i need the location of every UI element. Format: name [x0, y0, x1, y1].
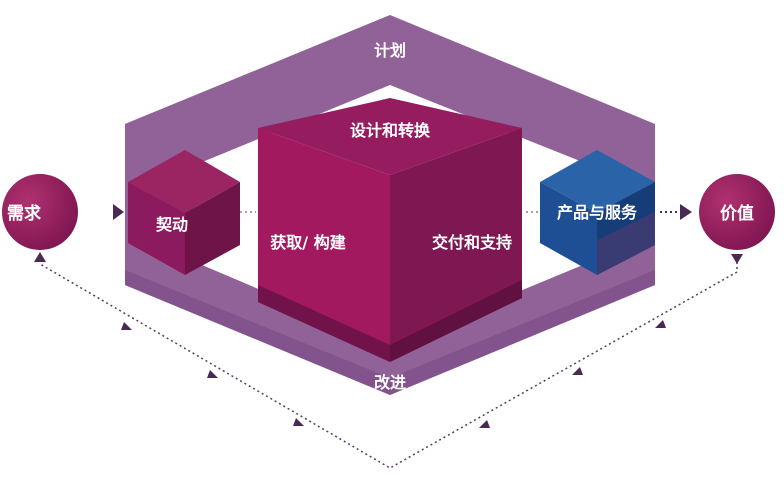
improve-label: 改进	[374, 373, 406, 392]
value-node	[699, 174, 775, 250]
products-cube	[540, 150, 655, 275]
core-cube	[258, 98, 522, 362]
demand-up-arrow-icon	[34, 252, 46, 262]
value-label: 价值	[720, 203, 754, 224]
obtain-label: 获取/ 构建	[270, 233, 345, 252]
feedback-loop	[34, 252, 743, 469]
flow-arrows	[113, 204, 692, 220]
plan-label: 计划	[374, 41, 406, 60]
deliver-label: 交付和支持	[432, 233, 512, 252]
engage-label: 契动	[155, 215, 188, 234]
value-down-arrow-icon	[731, 254, 743, 264]
engage-cube	[128, 150, 240, 275]
demand-node	[2, 174, 78, 250]
demand-label: 需求	[7, 203, 41, 224]
products-label: 产品与服务	[557, 203, 638, 222]
design-label: 设计和转换	[350, 121, 431, 140]
